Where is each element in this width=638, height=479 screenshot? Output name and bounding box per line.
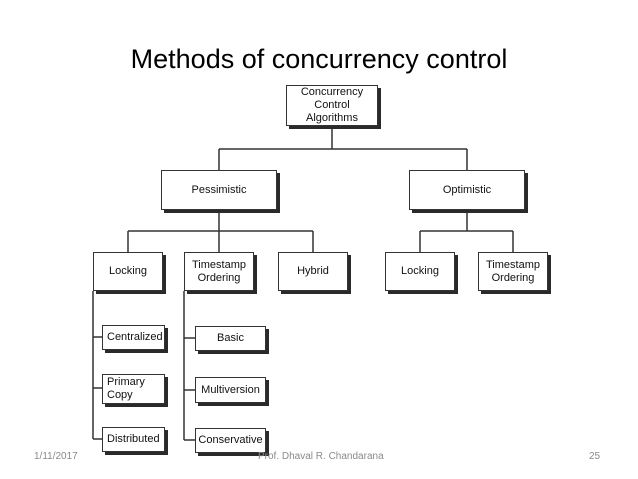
node-hybrid: Hybrid [278, 252, 348, 291]
node-locking-pessimistic: Locking [93, 252, 163, 291]
node-timestamp-ordering-pessimistic: Timestamp Ordering [184, 252, 254, 291]
node-distributed: Distributed [102, 427, 165, 452]
slide-title: Methods of concurrency control [130, 44, 508, 74]
node-timestamp-ordering-optimistic: Timestamp Ordering [478, 252, 548, 291]
footer-page-number: 25 [589, 451, 601, 462]
node-primary-copy: Primary Copy [102, 374, 165, 404]
node-centralized: Centralized [102, 325, 165, 350]
node-pessimistic: Pessimistic [161, 170, 277, 210]
node-locking-optimistic: Locking [385, 252, 455, 291]
node-optimistic: Optimistic [409, 170, 525, 210]
footer-author: Prof. Dhaval R. Chandarana [258, 451, 384, 462]
node-basic: Basic [195, 326, 266, 351]
node-concurrency-control-algorithms: Concurrency Control Algorithms [286, 85, 378, 126]
node-multiversion: Multiversion [195, 377, 266, 403]
footer-date: 1/11/2017 [34, 451, 78, 462]
node-conservative: Conservative [195, 428, 266, 453]
